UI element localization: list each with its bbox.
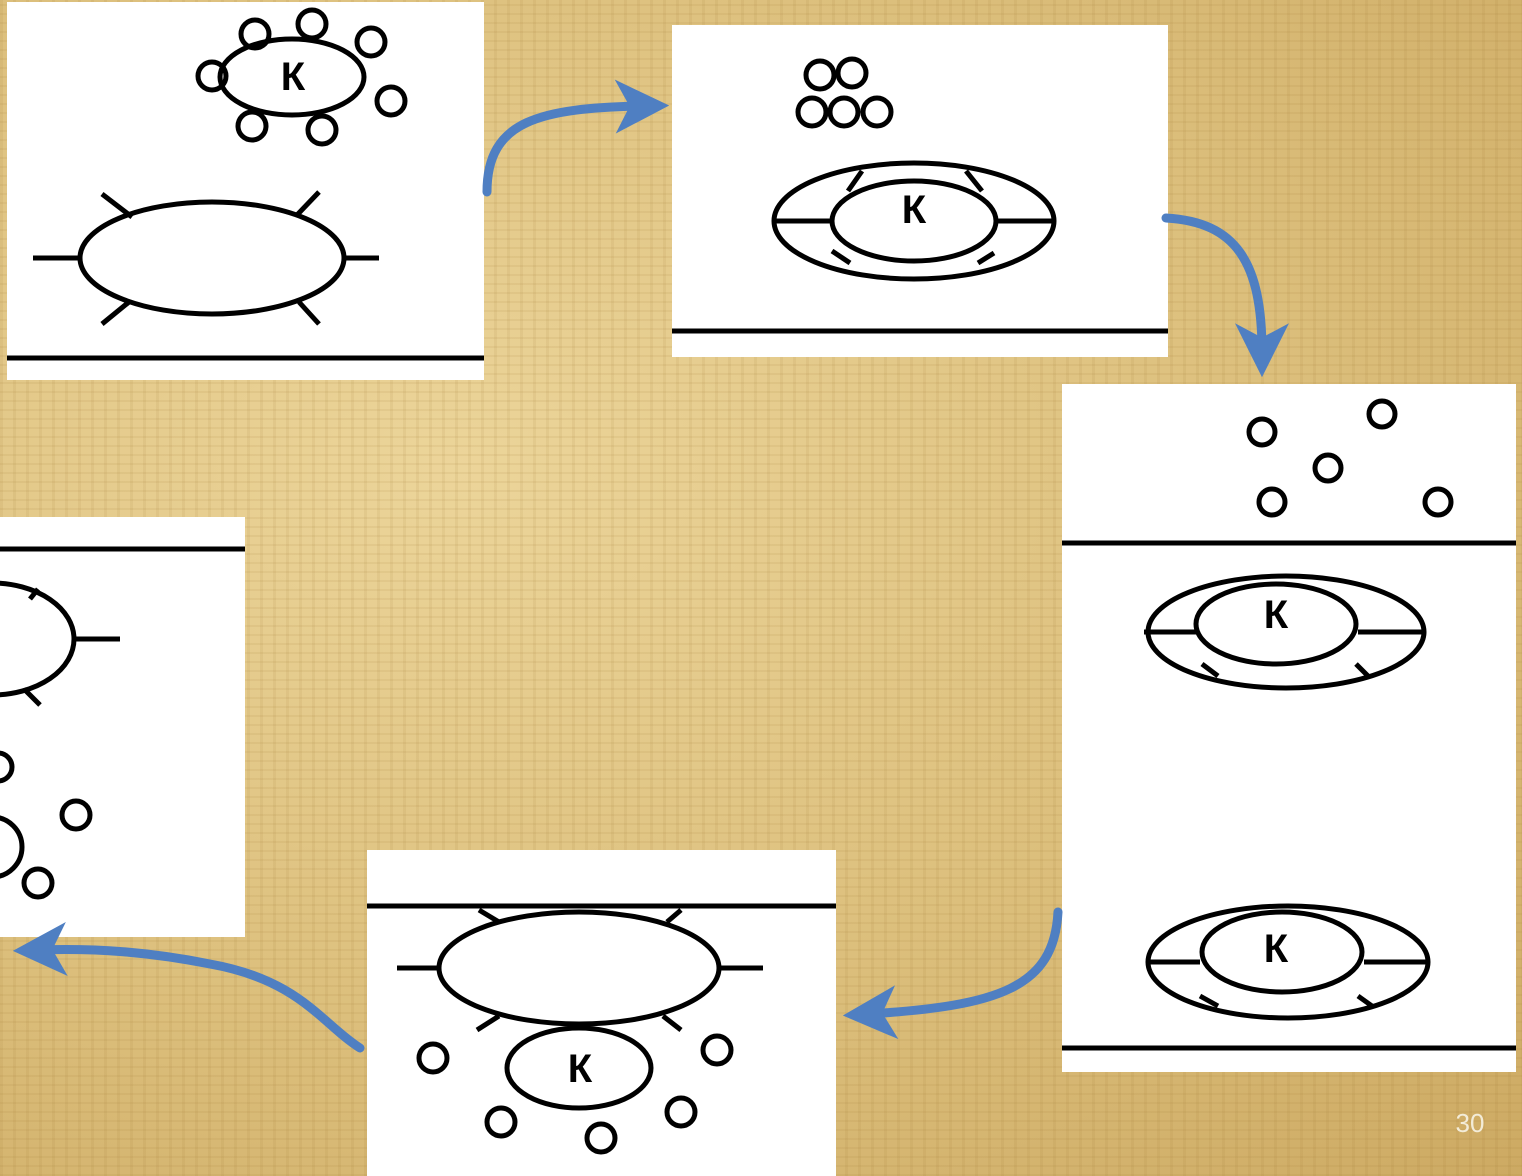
particle (835, 56, 869, 90)
stage-3-drawing: К К (1062, 398, 1516, 1051)
particle (0, 750, 15, 784)
stage-4-drawing: К (367, 903, 836, 1155)
stage-4-label: К (568, 1047, 593, 1091)
particle (795, 95, 829, 129)
particle (664, 1095, 698, 1129)
particle (1246, 416, 1278, 448)
stage-1-drawing: К (7, 7, 484, 361)
particle (374, 84, 408, 118)
particle (860, 95, 894, 129)
enzyme-ellipse (504, 1025, 654, 1111)
particle (0, 815, 25, 879)
stage-3-upper-label: К (1264, 593, 1289, 637)
particle (1422, 486, 1454, 518)
stage-2-drawing: К (672, 56, 1168, 334)
particle (584, 1121, 618, 1155)
stage-2-panel: К (672, 25, 1168, 357)
complex-inner-ellipse (1193, 581, 1359, 667)
particle (1312, 452, 1344, 484)
slide-number: 30 (1455, 1108, 1485, 1138)
particle (305, 113, 339, 147)
particle (416, 1041, 450, 1075)
stage-2-label: К (902, 188, 927, 232)
particle (295, 7, 329, 41)
particle (484, 1105, 518, 1139)
stage-5-panel (0, 517, 245, 937)
particle (700, 1033, 734, 1067)
stage-5-drawing (0, 546, 245, 900)
particle (21, 866, 55, 900)
complex-inner-ellipse (1199, 909, 1365, 995)
stage-3-panel: К К (1062, 384, 1516, 1072)
particle (195, 59, 229, 93)
arrow-4-to-5 (12, 922, 365, 1053)
arrow-2-to-3 (1161, 213, 1289, 378)
stage-4-panel: К (367, 850, 836, 1176)
particle (235, 109, 269, 143)
particle (238, 17, 272, 51)
particle (1366, 398, 1398, 430)
particle (59, 798, 93, 832)
stage-1-label: К (281, 55, 306, 99)
particle (354, 25, 388, 59)
particle (827, 95, 861, 129)
particle (1256, 486, 1288, 518)
arrow-3-to-4 (842, 907, 1063, 1040)
stage-1-panel: К (7, 2, 484, 380)
particle (803, 58, 837, 92)
enzyme-ellipse (217, 36, 367, 118)
stage-3-lower-label: К (1264, 927, 1289, 971)
arrow-1-to-2 (482, 79, 670, 197)
